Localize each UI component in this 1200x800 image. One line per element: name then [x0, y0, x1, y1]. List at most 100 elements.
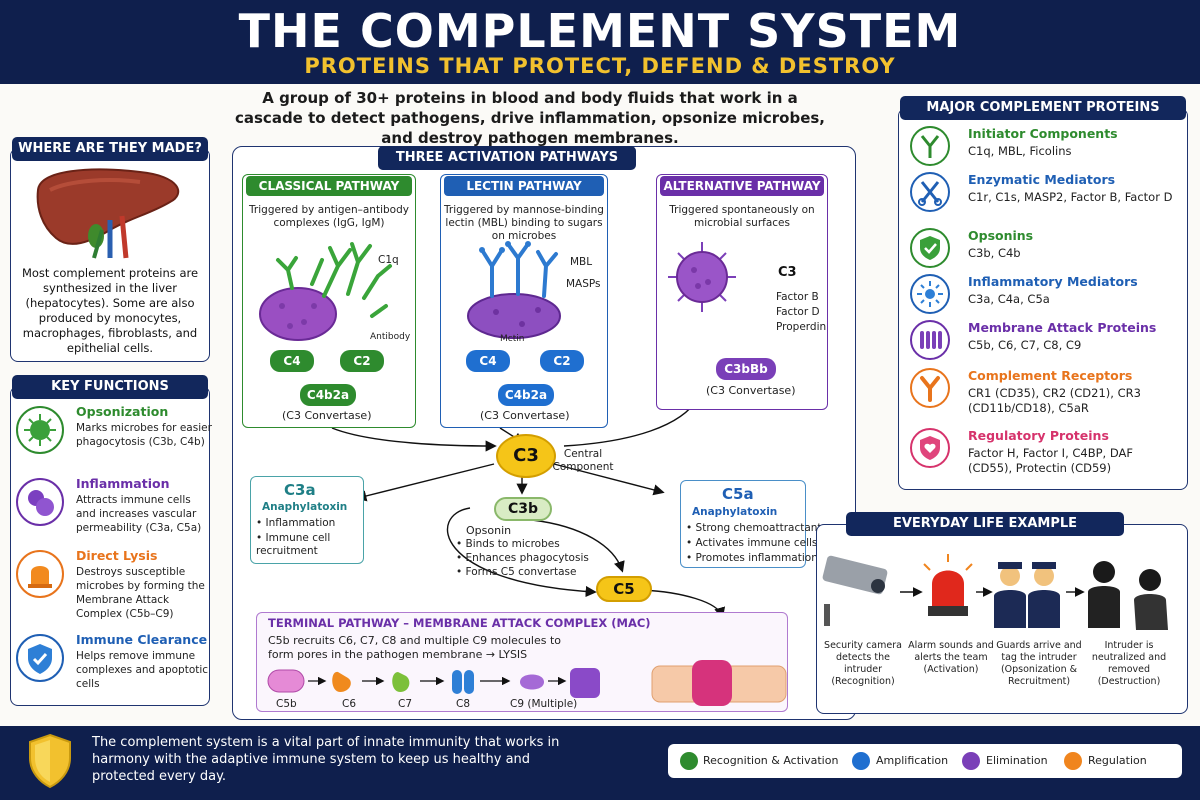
- c3a-item-text: Immune cell recruitment: [256, 532, 331, 557]
- major-item-desc: C1r, C1s, MASP2, Factor B, Factor D: [968, 190, 1173, 204]
- everyday-illustration: [822, 554, 1168, 630]
- legend-label-amplification: Amplification: [876, 754, 949, 767]
- everyday-caption-1: Security camera detects the intruder (Re…: [824, 640, 902, 687]
- key-function-head: Inflammation: [76, 476, 170, 491]
- mac-step-c9: C9 (Multiple): [510, 698, 578, 710]
- key-function-desc: Attracts immune cells and increases vasc…: [76, 494, 202, 534]
- footer-text: The complement system is a vital part of…: [92, 735, 560, 784]
- masps-label: MASPs: [566, 278, 601, 290]
- mbl-label: MBL: [570, 256, 593, 268]
- key-function-head: Opsonization: [76, 404, 169, 419]
- c3a-item: • Inflammation: [256, 517, 336, 529]
- antibody-label: Antibody: [370, 332, 411, 342]
- alt-c3-label: C3: [778, 265, 797, 280]
- classical-pathway-title: CLASSICAL PATHWAY: [246, 176, 412, 196]
- c3a-title: C3a: [284, 481, 316, 499]
- major-item-desc: C3b, C4b: [968, 246, 1021, 260]
- mac-step-c7: C7: [398, 698, 413, 710]
- liver-icon: [36, 168, 180, 259]
- c3a-sub: Anaphylatoxin: [262, 501, 348, 513]
- legend-dot-amplification: [852, 752, 870, 770]
- lectin-microbe-label: Mctin: [500, 334, 525, 344]
- c3b-item-text: Forms C5 convertase: [465, 566, 577, 578]
- mac-step-c5b: C5b: [276, 698, 297, 710]
- c5a-item: • Activates immune cells: [686, 537, 818, 549]
- key-function-desc: Helps remove immune complexes and apopto…: [76, 650, 209, 690]
- where-text: Most complement proteins are synthesized…: [21, 266, 199, 355]
- c3a-item-text: Inflammation: [265, 517, 336, 529]
- key-function-desc: Destroys susceptible microbes by forming…: [76, 566, 205, 620]
- everyday-caption-3: Guards arrive and tag the intruder (Opso…: [996, 640, 1082, 687]
- c5a-box: [680, 480, 806, 568]
- c5a-sub: Anaphylatoxin: [692, 506, 778, 518]
- c5a-item: • Strong chemoattractant: [686, 522, 822, 534]
- legend-dot-recognition: [680, 752, 698, 770]
- major-item-head: Membrane Attack Proteins: [968, 320, 1157, 335]
- c4-pill: C4: [270, 350, 314, 372]
- key-function-head: Immune Clearance: [76, 632, 208, 647]
- intro-text: A group of 30+ proteins in blood and bod…: [234, 89, 825, 147]
- major-item-desc: C3a, C4a, C5a: [968, 292, 1050, 306]
- alarm-icon: [16, 550, 64, 598]
- terminal-pathway-title: TERMINAL PATHWAY – MEMBRANE ATTACK COMPL…: [268, 616, 651, 630]
- immune-cells-icon: [16, 478, 64, 526]
- major-item-desc: C5b, C6, C7, C8, C9: [968, 338, 1082, 352]
- c3a-box: [250, 476, 364, 564]
- major-item-head: Complement Receptors: [968, 368, 1133, 383]
- c4b2a-pill: C4b2a: [300, 384, 356, 406]
- scissors-icon: [910, 172, 950, 212]
- shield-icon: [29, 733, 71, 789]
- where-title: WHERE ARE THEY MADE?: [12, 137, 208, 161]
- alternative-pathway-title: ALTERNATIVE PATHWAY: [660, 176, 824, 196]
- lectin-pathway-title: LECTIN PATHWAY: [444, 176, 604, 196]
- major-item-head: Enzymatic Mediators: [968, 172, 1116, 187]
- intruder-icon: [1088, 561, 1168, 630]
- shield-heart-icon: [910, 428, 950, 468]
- pathways-title: THREE ACTIVATION PATHWAYS: [378, 146, 636, 170]
- c3bbb-pill: C3bBb: [716, 358, 776, 380]
- page-subtitle: PROTEINS THAT PROTECT, DEFEND & DESTROY: [304, 54, 896, 78]
- c3b-item: • Enhances phagocytosis: [456, 552, 589, 564]
- guards-icon: [994, 562, 1060, 628]
- mac-assembly-illustration: [267, 660, 787, 706]
- pore-icon: [910, 320, 950, 360]
- everyday-caption-2: Alarm sounds and alerts the team (Activa…: [908, 640, 994, 675]
- c3b-item-text: Binds to microbes: [465, 538, 560, 550]
- major-item-desc: C1q, MBL, Ficolins: [968, 144, 1072, 158]
- c5a-title: C5a: [722, 485, 754, 503]
- lectin-c4b2a-pill: C4b2a: [498, 384, 554, 406]
- major-item-head: Regulatory Proteins: [968, 428, 1109, 443]
- mac-step-c8: C8: [456, 698, 471, 710]
- shield-check-icon: [910, 228, 950, 268]
- receptor-icon: [910, 368, 950, 408]
- c3b-item: • Binds to microbes: [456, 538, 560, 550]
- alternative-convertase-label: (C3 Convertase): [706, 384, 796, 397]
- c3b-item-text: Enhances phagocytosis: [465, 552, 589, 564]
- terminal-pathway-desc: C5b recruits C6, C7, C8 and multiple C9 …: [268, 634, 562, 661]
- everyday-title: EVERYDAY LIFE EXAMPLE: [846, 512, 1124, 536]
- major-item-desc: CR1 (CD35), CR2 (CD21), CR3 (CD11b/CD18)…: [968, 386, 1141, 415]
- classical-convertase-label: (C3 Convertase): [282, 409, 372, 422]
- key-function-head: Direct Lysis: [76, 548, 158, 563]
- major-item-desc: Factor H, Factor I, C4BP, DAF (CD55), Pr…: [968, 446, 1133, 475]
- legend-label-regulation: Regulation: [1088, 754, 1147, 767]
- antibody-icon: [910, 126, 950, 166]
- lectin-c4-pill: C4: [466, 350, 510, 372]
- major-item-head: Initiator Components: [968, 126, 1118, 141]
- burst-icon: [910, 274, 950, 314]
- page-title: THE COMPLEMENT SYSTEM: [238, 4, 962, 58]
- legend-dot-regulation: [1064, 752, 1082, 770]
- c5a-item-text: Strong chemoattractant: [695, 522, 822, 534]
- major-item-head: Inflammatory Mediators: [968, 274, 1138, 289]
- virus-icon: [16, 406, 64, 454]
- legend-label-recognition: Recognition & Activation: [703, 754, 839, 767]
- c3b-head: Opsonin: [466, 524, 512, 537]
- c3b-item: • Forms C5 convertase: [456, 566, 577, 578]
- major-proteins-title: MAJOR COMPLEMENT PROTEINS: [900, 96, 1186, 120]
- c1q-label: C1q: [378, 254, 399, 266]
- factor-d-label: Factor D: [776, 306, 820, 318]
- header: THE COMPLEMENT SYSTEM PROTEINS THAT PROT…: [0, 0, 1200, 84]
- security-camera-icon: [822, 555, 888, 626]
- microbe-alternative-illustration: [668, 242, 736, 312]
- legend-label-elimination: Elimination: [986, 754, 1048, 767]
